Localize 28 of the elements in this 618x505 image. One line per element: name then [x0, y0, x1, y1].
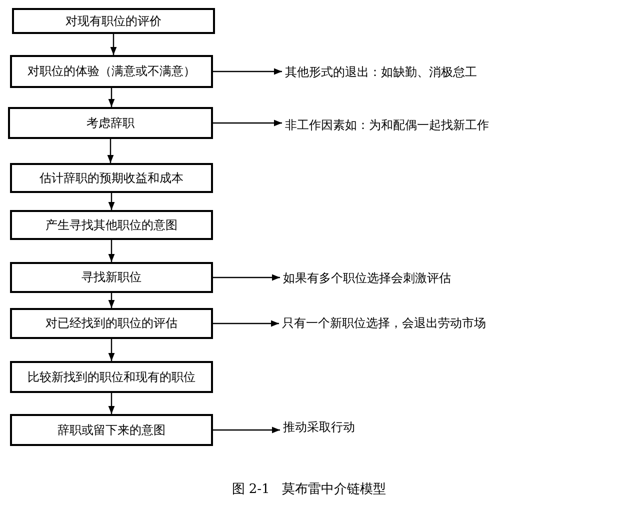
side-note: 其他形式的退出：如缺勤、消极怠工 — [285, 65, 477, 79]
process-box: 考虑辞职 — [8, 107, 213, 139]
process-box: 辞职或留下来的意图 — [10, 414, 213, 446]
arrow — [110, 34, 117, 55]
arrow — [107, 139, 114, 163]
process-box: 寻找新职位 — [10, 262, 213, 293]
arrow — [108, 393, 115, 414]
process-box: 对已经找到的职位的评估 — [10, 308, 213, 339]
arrow — [213, 426, 280, 434]
process-box: 比较新找到的职位和现有的职位 — [10, 361, 213, 393]
arrow — [108, 240, 115, 262]
arrow — [213, 120, 282, 126]
process-box: 估计辞职的预期收益和成本 — [10, 163, 213, 193]
arrow — [213, 320, 279, 327]
side-note: 非工作因素如：为和配偶一起找新工作 — [285, 118, 489, 132]
arrow — [108, 339, 115, 361]
arrow — [108, 193, 115, 210]
caption: 图 2-1 莫布雷中介链模型 — [232, 482, 386, 497]
arrow — [213, 68, 282, 75]
process-box: 对职位的体验（满意或不满意） — [10, 55, 213, 88]
process-box: 产生寻找其他职位的意图 — [10, 210, 213, 240]
side-note: 如果有多个职位选择会刺激评估 — [283, 271, 451, 285]
arrow — [108, 88, 115, 107]
side-note: 推动采取行动 — [283, 420, 355, 434]
side-note: 只有一个新职位选择，会退出劳动市场 — [282, 316, 486, 330]
arrow — [213, 274, 280, 281]
process-box: 对现有职位的评价 — [12, 8, 215, 34]
arrow — [108, 293, 115, 308]
